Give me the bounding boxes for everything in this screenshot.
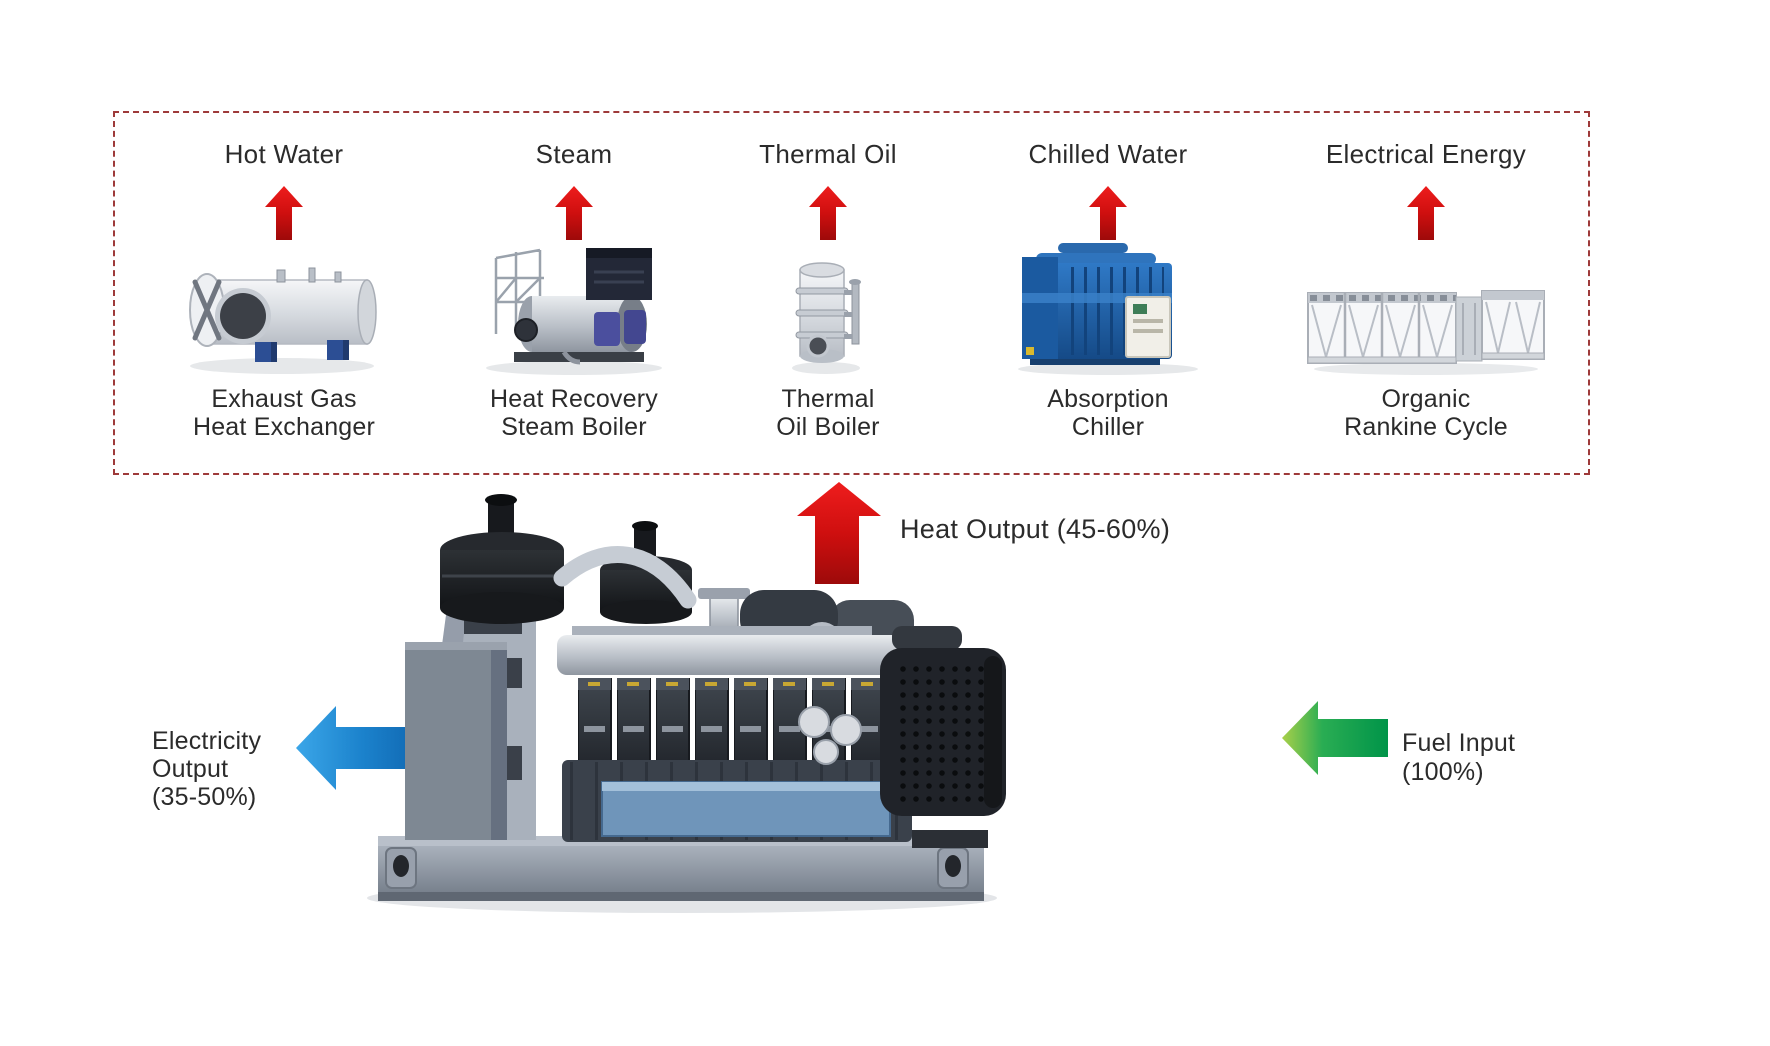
fuel-input-label-line2: (100%) <box>1402 758 1484 786</box>
equipment-label: Thermal Oil Boiler <box>776 385 879 441</box>
red-up-arrow-icon <box>809 186 847 240</box>
red-up-arrow-icon <box>1407 186 1445 240</box>
red-up-arrow-icon <box>265 186 303 240</box>
heat-recovery-steam-boiler-image <box>486 248 662 375</box>
heat-output-label: Heat Output (45-60%) <box>900 514 1171 544</box>
output-label: Chilled Water <box>1028 139 1188 169</box>
electricity-output-label: Electricity Output (35-50%) <box>152 727 261 811</box>
fuel-input-label-line1: Fuel Input <box>1402 729 1516 757</box>
fuel-input-arrow-icon <box>1282 701 1388 775</box>
equipment-label: Heat Recovery Steam Boiler <box>490 385 658 441</box>
thermal-oil-boiler-image <box>792 262 861 374</box>
output-label: Electrical Energy <box>1325 139 1527 169</box>
gas-engine-genset-image <box>367 494 1006 913</box>
equipment-image-wrap <box>474 244 674 376</box>
equipment-image-wrap <box>177 244 392 376</box>
equipment-label-line1: Thermal <box>781 385 875 413</box>
column-steam: Steam <box>444 113 704 473</box>
electricity-output-label-line3: (35-50%) <box>152 783 257 811</box>
column-thermal-oil: Thermal Oil <box>698 113 958 473</box>
equipment-label-line2: Steam Boiler <box>501 413 647 441</box>
output-label: Hot Water <box>224 139 344 169</box>
equipment-label-line1: Organic <box>1381 385 1471 413</box>
equipment-image-wrap <box>1006 243 1211 376</box>
equipment-label-line2: Chiller <box>1071 413 1145 441</box>
organic-rankine-cycle-image <box>1307 290 1545 375</box>
equipment-label: Absorption Chiller <box>1047 385 1169 441</box>
equipment-label: Exhaust Gas Heat Exchanger <box>193 385 375 441</box>
heat-utilization-options-box: Hot Water <box>113 111 1590 475</box>
equipment-label: Organic Rankine Cycle <box>1344 385 1508 441</box>
electricity-output-label-line2: Output <box>152 755 229 783</box>
equipment-image-wrap <box>782 244 874 376</box>
equipment-label-line1: Absorption <box>1047 385 1169 413</box>
red-up-arrow-icon <box>555 186 593 240</box>
column-chilled-water: Chilled Water <box>978 113 1238 473</box>
equipment-label-line2: Rankine Cycle <box>1344 413 1508 441</box>
equipment-label-line2: Oil Boiler <box>776 413 880 441</box>
equipment-image-wrap <box>1300 244 1552 376</box>
equipment-label-line1: Exhaust Gas <box>211 385 357 413</box>
column-hot-water: Hot Water <box>154 113 414 473</box>
absorption-chiller-image <box>1017 243 1198 375</box>
exhaust-gas-heat-exchanger-image <box>188 267 377 374</box>
fuel-input-label: Fuel Input (100%) <box>1402 729 1515 787</box>
output-label: Thermal Oil <box>759 139 897 169</box>
output-label: Steam <box>535 139 613 169</box>
equipment-label-line2: Heat Exchanger <box>192 413 376 441</box>
equipment-label-line1: Heat Recovery <box>490 385 658 413</box>
electricity-output-label-line1: Electricity <box>152 727 262 755</box>
heat-output-arrow-icon <box>797 482 881 584</box>
column-electrical-energy: Electrical Energy <box>1296 113 1556 473</box>
red-up-arrow-icon <box>1089 186 1127 240</box>
